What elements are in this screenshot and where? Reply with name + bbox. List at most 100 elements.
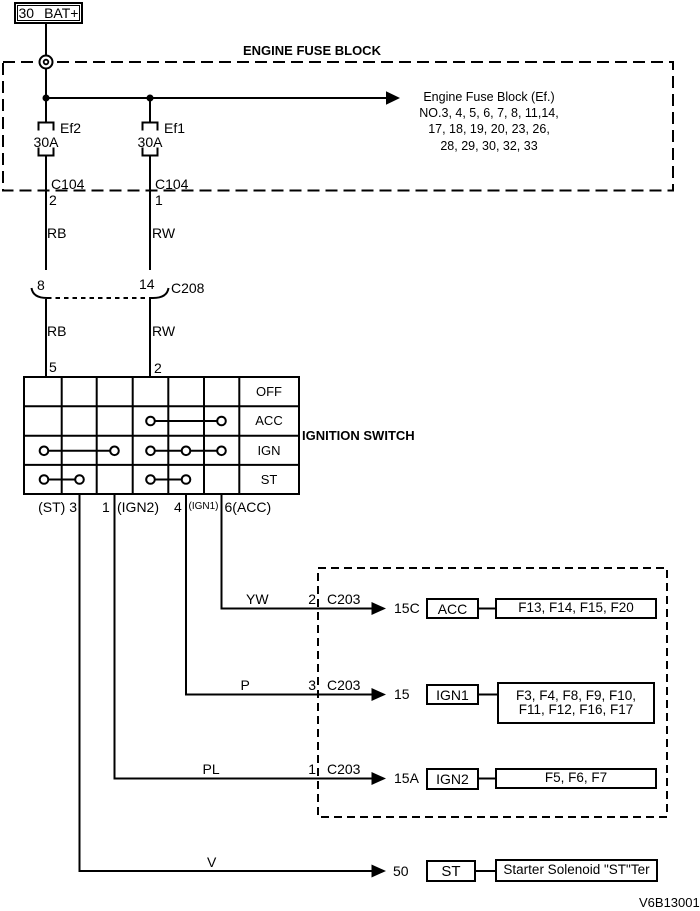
arrow-icon	[371, 602, 386, 615]
wire-color-yw: YW	[246, 591, 269, 607]
terminal-box-ign1: IGN1	[426, 684, 479, 705]
contact-icon	[145, 474, 156, 485]
c208-pin-left: 8	[37, 276, 45, 293]
fuse-block-callout: Engine Fuse Block (Ef.) NO.3, 4, 5, 6, 7…	[410, 89, 568, 154]
callout-line: NO.3, 4, 5, 6, 7, 8, 11,14,	[419, 106, 559, 121]
switch-terminal-ign2-name: (IGN2)	[117, 498, 159, 515]
fuse-list-ign1: F3, F4, F8, F9, F10, F11, F12, F16, F17	[497, 682, 655, 724]
terminal-15: 15	[394, 686, 410, 702]
fuse-top-bracket-icon	[141, 121, 159, 131]
contact-icon	[180, 474, 192, 485]
bulkhead-grommet-center-icon	[42, 58, 50, 66]
fuse-list-line: F5, F6, F7	[544, 770, 608, 786]
c104-pin-left: 2	[49, 191, 57, 208]
arrow-icon	[371, 772, 386, 785]
terminal-15c: 15C	[394, 600, 420, 616]
contact-icon	[38, 474, 50, 485]
engine-fuse-block-boundary	[2, 61, 674, 192]
switch-position-ign: IGN	[257, 442, 281, 458]
fuse-list-line: F11, F12, F16, F17	[518, 702, 634, 717]
connector-c203: C203	[327, 677, 361, 693]
connector-c203: C203	[327, 591, 361, 607]
callout-title: Engine Fuse Block (Ef.)	[423, 90, 555, 104]
wire-p-ign1	[185, 494, 372, 696]
c208-right-arc-icon	[152, 287, 170, 299]
terminal-box-acc: ACC	[426, 598, 479, 619]
document-number: V6B13001	[639, 895, 700, 910]
switch-terminal-ign2-pin: 1	[102, 498, 110, 515]
wire-color-rb-lower: RB	[47, 323, 67, 339]
switch-pin-2: 2	[154, 359, 162, 376]
fuse-list-line: F13, F14, F15, F20	[518, 600, 634, 616]
wire-color-rw-lower: RW	[152, 323, 176, 339]
fuse-top-bracket-icon	[37, 121, 55, 131]
switch-position-st: ST	[260, 471, 278, 487]
terminal-box-ign2: IGN2	[426, 767, 479, 790]
wire-pl-ign2	[113, 494, 372, 780]
terminal-box-st: ST	[426, 860, 476, 882]
fuse-ef2-symbol	[37, 98, 55, 270]
connector-c208-label: C208	[171, 279, 205, 296]
switch-terminal-acc-name: 6(ACC)	[224, 498, 272, 515]
contact-icon	[38, 445, 50, 457]
battery-terminal-label: BAT+	[44, 5, 79, 21]
switch-column-lines	[60, 377, 241, 494]
contact-icon	[145, 415, 156, 427]
contact-icon	[216, 445, 227, 457]
arrow-icon	[371, 864, 386, 878]
ignition-switch-grid	[23, 376, 300, 495]
engine-fuse-block-title: ENGINE FUSE BLOCK	[243, 43, 381, 58]
switch-terminal-st: (ST) 3	[38, 498, 77, 515]
battery-terminal-box: 30 BAT+	[14, 2, 83, 24]
c203-pin-2: 2	[308, 591, 316, 607]
bus-arrow-icon	[386, 91, 400, 105]
wire-v-st	[78, 494, 372, 872]
fuse-ef1-name: Ef1	[164, 119, 186, 136]
terminal-15a: 15A	[394, 770, 419, 786]
switch-terminal-ign1-pin: 4	[174, 498, 182, 515]
contact-icon	[216, 415, 227, 427]
fuse-ef1-symbol	[141, 98, 159, 270]
fuse-ef2-rating: 30A	[33, 133, 59, 150]
contact-icon	[109, 445, 120, 457]
wire-color-rw-upper: RW	[152, 225, 176, 241]
fuse-list-line: F3, F4, F8, F9, F10,	[515, 687, 637, 703]
battery-terminal-inner: 30 BAT+	[17, 5, 80, 21]
terminal-50: 50	[393, 862, 409, 879]
connector-c208-symbol	[30, 287, 170, 377]
c208-left-arc-icon	[30, 287, 48, 299]
arrow-icon	[371, 688, 386, 701]
fuse-ef2-name: Ef2	[60, 119, 82, 136]
c203-pin-1: 1	[308, 761, 316, 777]
starter-solenoid-label: Starter Solenoid "ST"Ter	[503, 862, 650, 878]
wire-color-v: V	[207, 853, 217, 870]
ignition-switch-title: IGNITION SWITCH	[302, 428, 415, 443]
c208-pin-right: 14	[139, 276, 155, 292]
connector-c104-right: C104	[155, 175, 189, 192]
switch-position-off: OFF	[256, 383, 282, 399]
fuse-ef1-rating: 30A	[137, 133, 163, 150]
c203-pin-3: 3	[308, 677, 316, 693]
battery-feed-wires	[38, 22, 400, 105]
switch-pin-5: 5	[49, 359, 57, 375]
switch-terminal-ign1-name: (IGN1)	[188, 500, 219, 512]
fuse-list-acc: F13, F14, F15, F20	[495, 598, 657, 619]
wire-color-rb-upper: RB	[47, 225, 67, 241]
callout-line: 28, 29, 30, 32, 33	[440, 138, 538, 153]
callout-line: 17, 18, 19, 20, 23, 26,	[428, 122, 550, 137]
switch-position-acc: ACC	[255, 413, 283, 428]
wire-color-p: P	[240, 677, 250, 693]
contact-icon	[145, 445, 156, 457]
fuse-group-boundary	[317, 567, 668, 818]
output-wires	[78, 494, 497, 878]
fuse-list-ign2: F5, F6, F7	[495, 768, 657, 789]
switch-row-lines	[24, 405, 299, 466]
battery-terminal-number: 30	[18, 5, 35, 21]
c104-pin-right: 1	[155, 191, 163, 208]
starter-solenoid-box: Starter Solenoid "ST"Ter	[495, 859, 658, 882]
connector-c203: C203	[327, 761, 361, 777]
wire-yw-acc	[220, 494, 372, 610]
connector-c104-left: C104	[51, 175, 85, 192]
